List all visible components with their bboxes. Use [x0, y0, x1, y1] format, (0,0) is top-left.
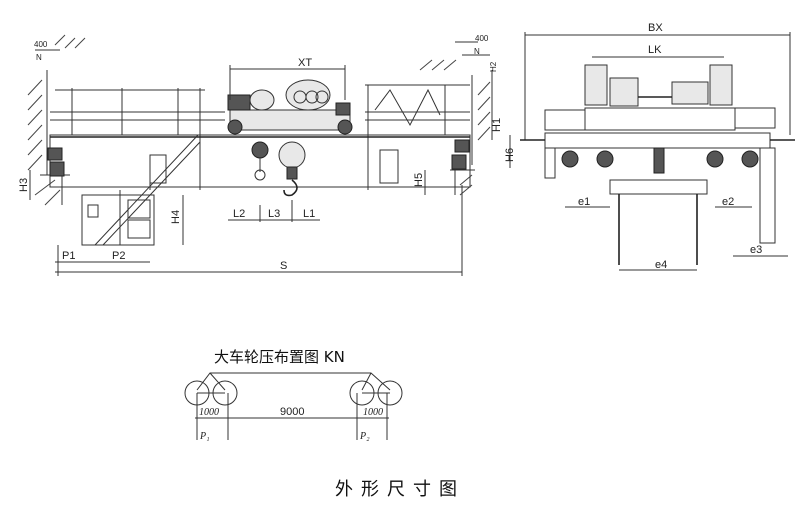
dim-h1: H1	[491, 118, 503, 132]
dim-right-clearance: 400	[475, 34, 489, 43]
wheel-load-diagram: 大车轮压布置图 KN 1000 9000 1000 P₁ P₂	[184, 348, 403, 442]
dim-xt: XT	[298, 57, 312, 69]
end-beam	[544, 132, 771, 149]
side-view: BX LK H6 e1 e2 e3 e4	[504, 22, 795, 271]
end-carriage-right	[454, 139, 470, 153]
dim-l2: L2	[233, 208, 245, 220]
stairs	[94, 134, 201, 246]
spreader	[609, 147, 708, 265]
dim-lk: LK	[648, 44, 662, 56]
ladder	[759, 147, 776, 244]
right-wall	[419, 59, 491, 196]
dim-bx: BX	[648, 22, 663, 34]
operator-cab	[81, 194, 155, 246]
wheel-left	[49, 161, 65, 177]
load-p1: P₁	[199, 431, 210, 442]
dimension-lines	[29, 41, 493, 276]
dim-h5: H5	[413, 173, 425, 187]
left-wheel-spacing: 1000	[199, 407, 219, 418]
right-wheel-spacing: 1000	[363, 407, 383, 418]
drawing-caption: 外形尺寸图	[335, 479, 465, 500]
end-carriage-left	[47, 147, 63, 161]
trolley-frame	[584, 107, 736, 131]
dim-h6: H6	[504, 148, 516, 162]
dim-e4: e4	[655, 259, 667, 271]
dim-left-clearance: 400	[34, 40, 48, 49]
front-view: 400 N XT 400 N H2 H1 H3 H5 H4 L2 L3 L1 P…	[18, 34, 503, 276]
dim-l3: L3	[268, 208, 280, 220]
side-motor-right	[709, 64, 733, 106]
dim-e2: e2	[722, 196, 734, 208]
dim-p1: P1	[62, 250, 75, 262]
main-girder	[49, 134, 471, 188]
dim-e1: e1	[578, 196, 590, 208]
left-wall	[27, 34, 86, 206]
dim-l1: L1	[303, 208, 315, 220]
dim-h2: H2	[489, 61, 498, 72]
dim-span: S	[280, 260, 287, 272]
railing	[50, 84, 470, 190]
dim-h3: H3	[18, 178, 30, 192]
girder-door	[149, 154, 167, 184]
dim-right-n: N	[474, 47, 480, 56]
wheel-right	[451, 154, 467, 170]
aux-hook	[251, 141, 269, 181]
dim-h4: H4	[170, 210, 182, 224]
dim-p2: P2	[112, 250, 125, 262]
wheel-load-title: 大车轮压布置图 KN	[214, 348, 345, 366]
dim-e3: e3	[750, 244, 762, 256]
girder-door	[379, 149, 399, 184]
center-spacing: 9000	[280, 406, 304, 418]
dim-left-n: N	[36, 53, 42, 62]
main-hook	[278, 141, 306, 197]
load-p2: P₂	[359, 431, 370, 442]
side-motor-left	[584, 64, 608, 106]
trolley	[227, 79, 353, 135]
